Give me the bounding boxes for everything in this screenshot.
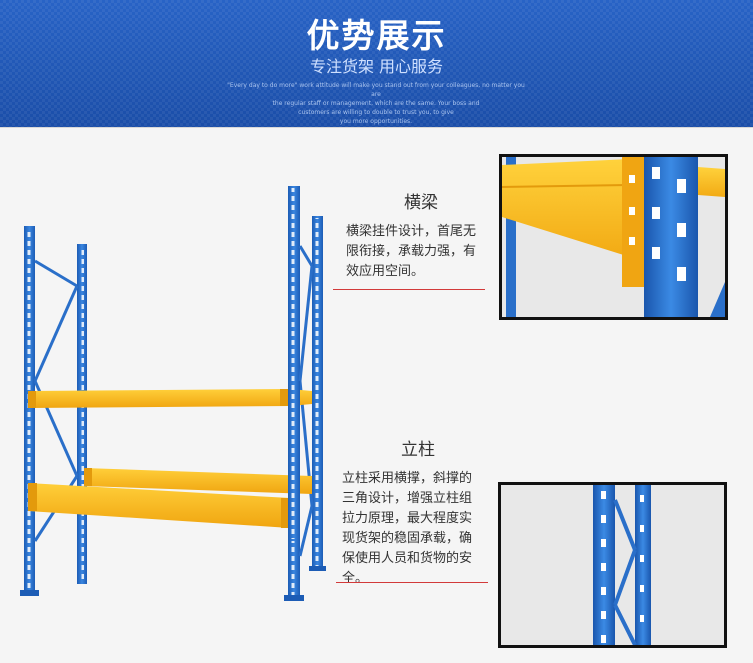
upper-beam (28, 389, 312, 408)
beam-closeup-photo (499, 154, 728, 320)
lower-beam-front (28, 483, 290, 528)
feature-heading-beam: 横梁 (404, 193, 438, 213)
page-title: 优势展示 (306, 16, 447, 55)
feature-heading-upright: 立柱 (401, 440, 435, 460)
feature-desc-line: 限衔接，承载力强，有 (346, 244, 477, 259)
rack-illustration (20, 186, 326, 601)
feature-desc-beam: 横梁挂件设计，首尾无 限衔接，承载力强，有 效应用空间。 (346, 222, 492, 282)
feature-desc-line: 横梁挂件设计，首尾无 (346, 224, 477, 239)
english-line: the regular staff or management, which a… (272, 100, 480, 107)
feature-desc-line: 立柱采用横撑，斜撑的 (342, 471, 473, 486)
page-subtitle: 专注货架 用心服务 (309, 57, 444, 76)
feature-desc-upright: 立柱采用横撑，斜撑的 三角设计，增强立柱组 拉力原理，最大程度实 现货架的稳固承… (342, 469, 488, 589)
feature-desc-line: 三角设计，增强立柱组 (342, 491, 473, 506)
english-line: customers are willing to double to trust… (298, 109, 454, 116)
feature-desc-line: 拉力原理，最大程度实 (342, 511, 473, 526)
feature-desc-line: 保使用人员和货物的安 (342, 551, 473, 566)
content-area: 横梁 横梁挂件设计，首尾无 限衔接，承载力强，有 效应用空间。 (0, 127, 753, 663)
divider-beam (333, 289, 485, 290)
feature-desc-line: 全。 (342, 571, 369, 586)
feature-desc-line: 现货架的稳固承载，确 (342, 531, 473, 546)
beam-closeup-image (502, 157, 725, 317)
divider-upright (336, 582, 488, 583)
header-banner: 优势展示 专注货架 用心服务 "Every day to do more" wo… (0, 0, 753, 127)
english-line: "Every day to do more" work attitude wil… (227, 82, 525, 98)
banner-english-text: "Every day to do more" work attitude wil… (226, 81, 526, 126)
feature-desc-line: 效应用空间。 (346, 264, 425, 279)
upright-closeup-photo (498, 482, 727, 648)
upright-closeup-image (501, 485, 724, 645)
middle-beam-rear (84, 468, 312, 494)
left-upright-frame (20, 226, 87, 596)
english-line: you more opportunities. (339, 118, 413, 125)
